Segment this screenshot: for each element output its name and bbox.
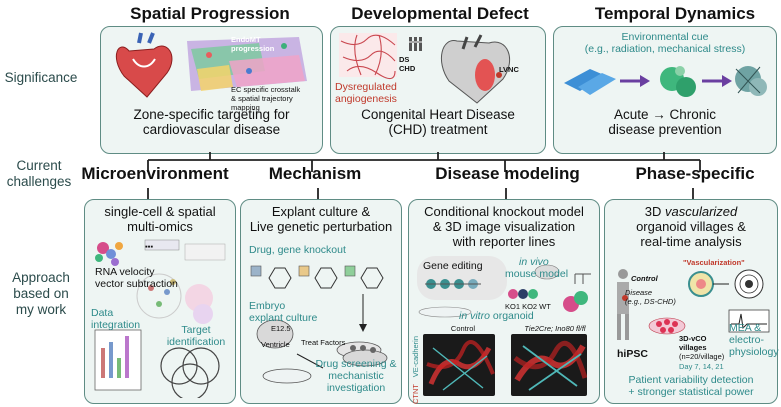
phase-title-em: vascularized: [664, 204, 738, 219]
cell-icon: [564, 69, 616, 95]
gene-editing-label: Gene editing: [423, 260, 483, 272]
person-icon: [617, 269, 629, 340]
ds-chd-label: DS CHD: [399, 55, 416, 73]
phase-title: 3D vascularized organoid villages & real…: [605, 204, 777, 249]
row-label-challenges: Current challenges: [6, 158, 72, 189]
organoid-village-icon: [648, 317, 686, 335]
mea-plate-icon: [728, 269, 770, 333]
e125-label: E12.5: [271, 324, 291, 333]
approach-box-disease-modeling: Conditional knockout model & 3D image vi…: [408, 199, 600, 404]
developmental-figure: [339, 33, 511, 104]
hipsc-label: hiPSC: [617, 348, 648, 360]
days-label: Day 7, 14, 21: [679, 362, 724, 371]
organoid-word: organoid: [492, 310, 534, 322]
spatial-figure: [115, 32, 307, 98]
disease-figure: [417, 256, 591, 318]
header-disease-modeling: Disease modeling: [435, 164, 580, 183]
phase-title-pre: 3D: [644, 204, 665, 219]
in-vitro-organoid-label: in vitro organoid: [459, 310, 559, 322]
mouse-icon: [534, 264, 591, 284]
mea-label: MEA & electro- physiology: [729, 322, 779, 358]
temporal-figure: [564, 66, 767, 97]
header-mechanism: Mechanism: [268, 164, 362, 183]
petri-dish-icon: [262, 341, 388, 384]
mechanism-title: Explant culture & Live genetic perturbat…: [249, 204, 393, 234]
vascularization-icon: [688, 271, 729, 297]
ko-label: KO1 KO2 WT: [505, 302, 551, 311]
embryo-icon: [256, 319, 294, 349]
mouse-model-label: mouse model: [505, 268, 569, 280]
control-image: [423, 334, 495, 396]
villages-label: 3D-vCO villages: [679, 334, 707, 352]
spatial-caption: Zone-specific targeting for cardiovascul…: [133, 107, 290, 137]
cell-icon: [735, 66, 767, 96]
phase-title-post: organoid villages & real-time analysis: [636, 219, 746, 249]
arrow-icon: [296, 353, 324, 369]
crosstalk-note: EC specific crosstalk & spatial trajecto…: [231, 85, 301, 112]
micro-title: single-cell & spatial multi-omics: [104, 204, 216, 234]
row-label-approach: Approach based on my work: [12, 270, 70, 317]
stain-vecadherin: VE-cadherin: [411, 336, 420, 378]
phase-footer: Patient variability detection + stronger…: [628, 374, 754, 398]
vasc-label: "Vascularization": [683, 258, 745, 267]
stain-ctnt: CTNT: [411, 384, 420, 404]
significance-box-temporal: Environmental cue (e.g., radiation, mech…: [553, 26, 777, 154]
target-label: Target identification: [166, 324, 226, 348]
mutant-image: [511, 334, 588, 396]
velocity-label: RNA velocity vector subtraction: [95, 266, 178, 290]
vessel-icon: [339, 33, 397, 80]
developmental-caption: Congenital Heart Disease (CHD) treatment: [361, 107, 515, 137]
treat-label: Treat Factors: [301, 338, 346, 347]
row-label-significance: Significance: [4, 70, 78, 85]
heart-icon: [115, 32, 173, 98]
embryo-label: Embryo explant culture: [249, 300, 318, 324]
header-temporal-dynamics: Temporal Dynamics: [594, 4, 756, 23]
angiogenesis-label: Dysregulated angiogenesis: [335, 81, 397, 105]
velocity-tag: ▪▪▪: [145, 242, 153, 251]
organoid-icon: [508, 289, 588, 312]
micro-figure: [94, 239, 226, 398]
header-developmental-defect: Developmental Defect: [351, 4, 529, 23]
temporal-caption: Acute → Chronic disease prevention: [608, 107, 722, 137]
approach-box-microenvironment: single-cell & spatial multi-omics ▪▪▪ RN…: [84, 199, 236, 404]
integration-plot-icon: [94, 329, 142, 391]
dna-icon: [409, 37, 422, 51]
header-phase-specific: Phase-specific: [635, 164, 755, 183]
spatial-map-icon: [187, 37, 307, 91]
phase-disease-label: Disease (e.g., DS-CHD): [625, 288, 676, 306]
significance-box-spatial: EndoMT progression EC specific crosstalk…: [100, 26, 323, 154]
approach-box-phase-specific: 3D vascularized organoid villages & real…: [604, 199, 779, 404]
molecule-icon: [250, 265, 384, 289]
venn-icon: [160, 347, 220, 398]
in-vivo-label: in vivo: [519, 256, 549, 268]
endomt-label: EndoMT progression: [231, 35, 275, 53]
dna-icon: [425, 279, 481, 289]
lvnc-label: LVNC: [499, 65, 519, 74]
mechanism-figure: [250, 265, 388, 384]
mutant-label: Tie2Cre; Ino80 fl/fl: [524, 324, 586, 333]
header-microenvironment: Microenvironment: [81, 164, 229, 183]
integration-label: Data integration: [91, 307, 141, 331]
screening-label: Drug screening & mechanistic investigati…: [315, 358, 397, 394]
scatter-icon: [136, 273, 213, 324]
drug-label: Drug, gene knockout: [249, 244, 346, 256]
control-label: Control: [450, 324, 476, 333]
ventricle-label: Ventricle: [261, 340, 290, 349]
significance-box-developmental: Dysregulated angiogenesis DS CHD LVNC Co…: [330, 26, 546, 154]
disease-title: Conditional knockout model & 3D image vi…: [424, 204, 584, 249]
umap-icon: [95, 242, 123, 266]
in-vitro-word: in vitro: [459, 310, 490, 322]
heart-icon: [441, 34, 511, 104]
environmental-cue: Environmental cue (e.g., radiation, mech…: [584, 31, 746, 55]
approach-box-mechanism: Explant culture & Live genetic perturbat…: [240, 199, 402, 404]
cell-icon: [660, 66, 696, 97]
n-label: (n=20/village): [679, 352, 725, 361]
phase-figure: [617, 269, 770, 340]
header-spatial-progression: Spatial Progression: [130, 4, 290, 23]
phase-control-label: Control: [631, 274, 658, 283]
